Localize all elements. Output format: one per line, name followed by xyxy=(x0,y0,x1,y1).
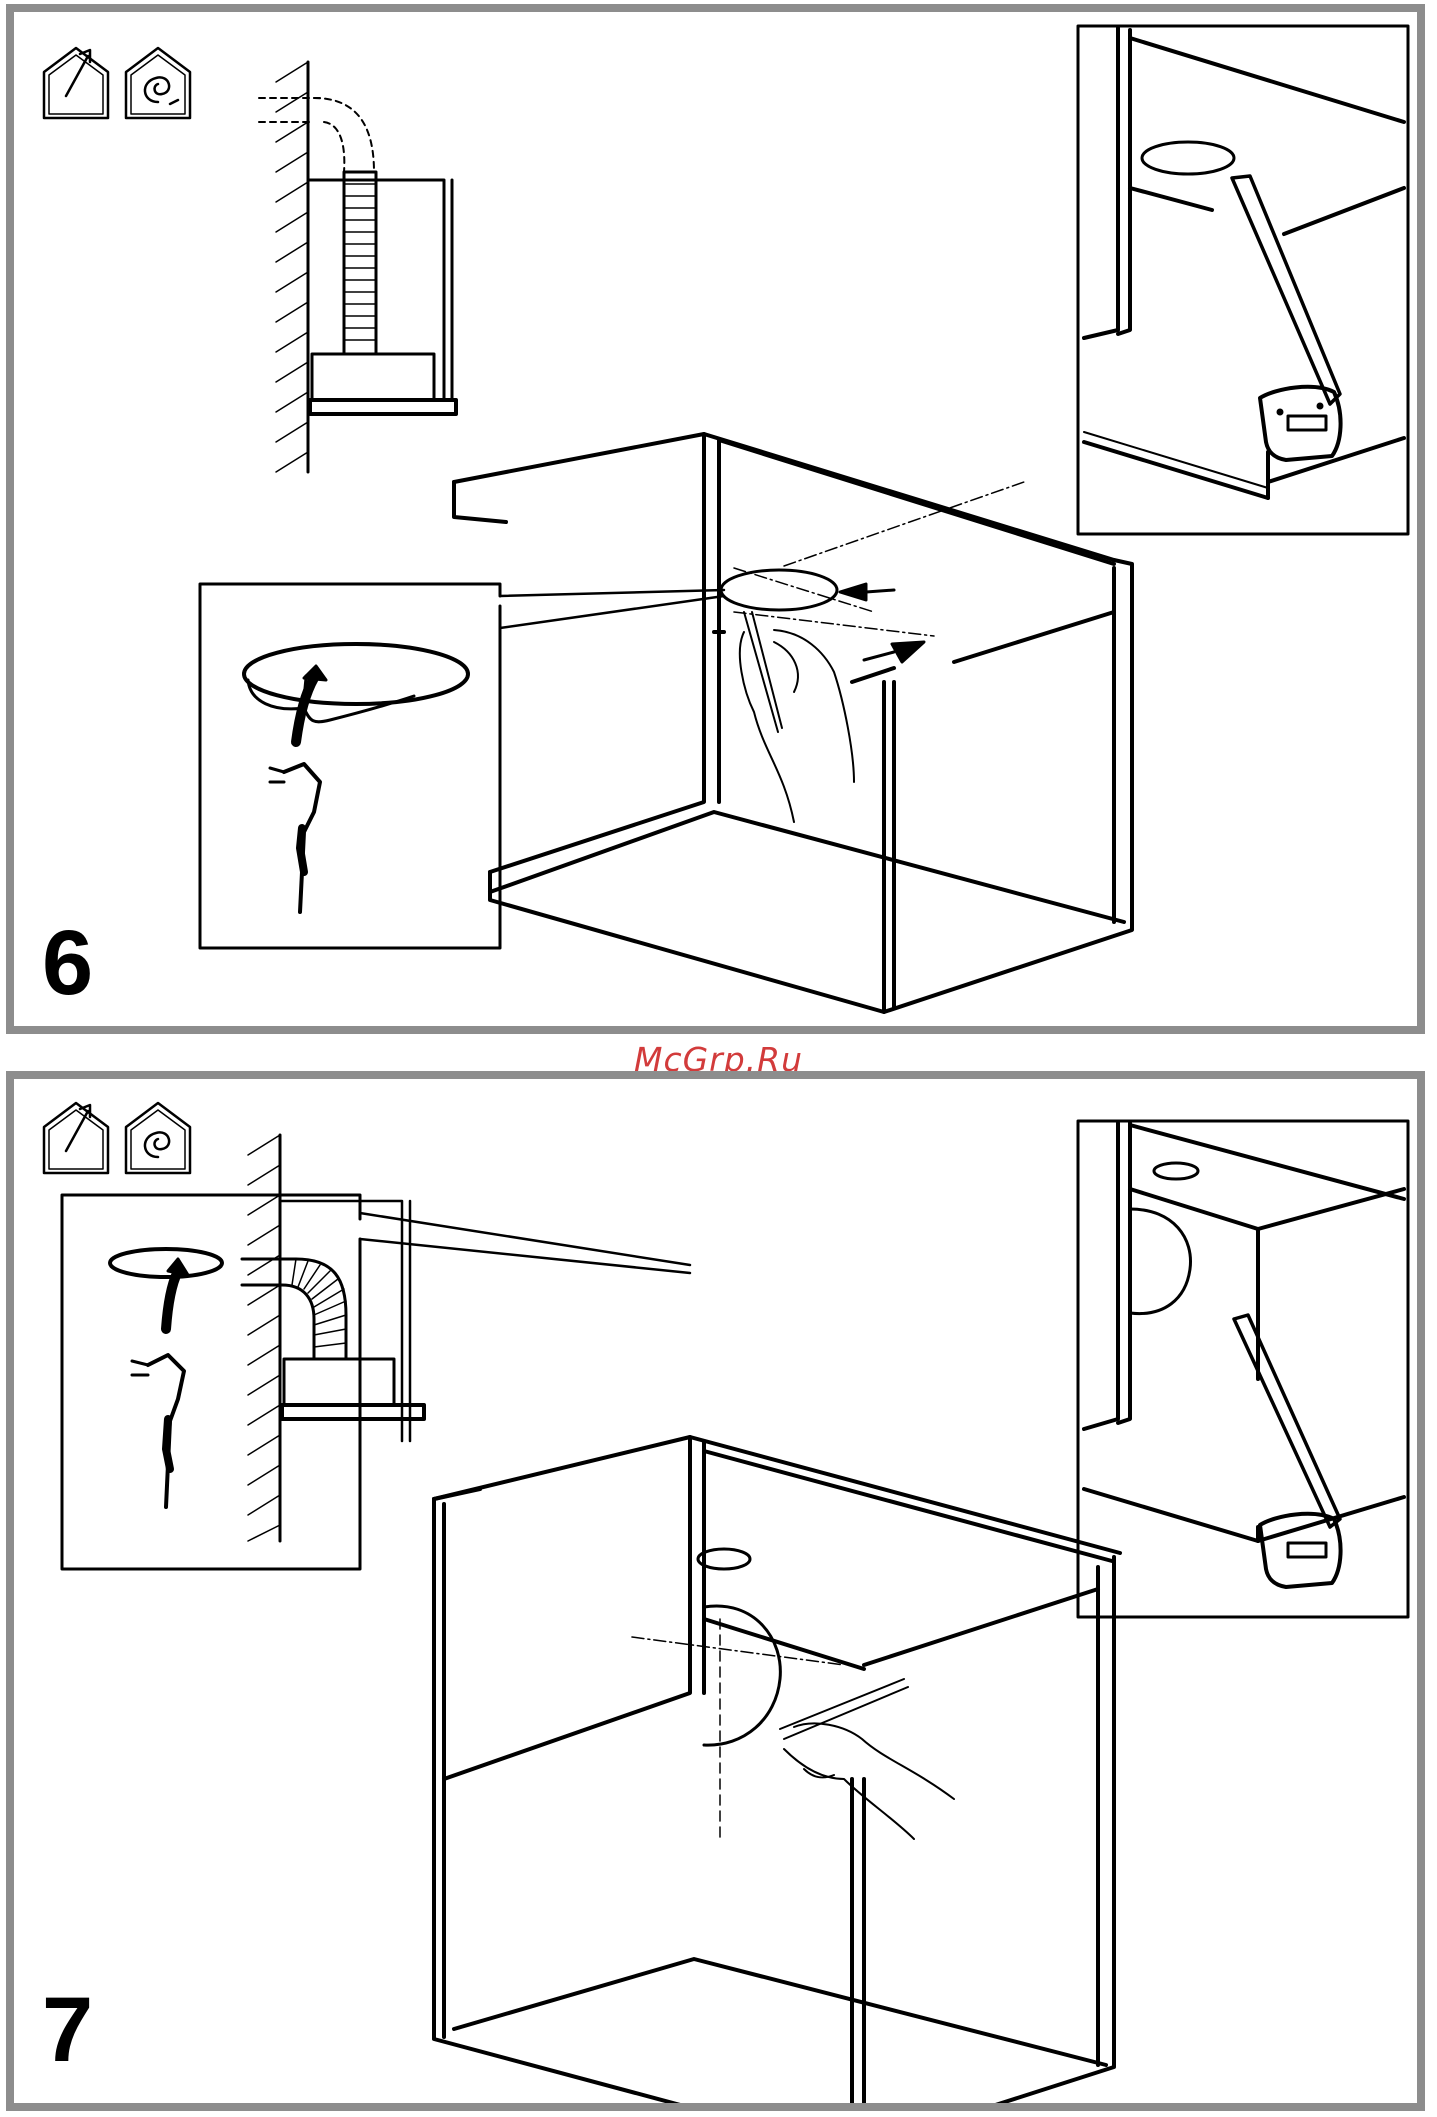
step-7-panel: 7 xyxy=(6,1071,1425,2111)
step-number: 7 xyxy=(42,1984,93,2076)
wall-cabinet xyxy=(434,1437,1120,2103)
plug-callout xyxy=(200,584,724,948)
saw-cutting-inset xyxy=(1078,1121,1408,1617)
hand-with-pencil xyxy=(740,612,854,822)
step-6-panel: 6 xyxy=(6,4,1425,1034)
plug-callout xyxy=(62,1195,690,1569)
step-7-illustration xyxy=(14,1079,1417,2103)
ducted-extraction-icon xyxy=(44,1103,108,1173)
ducted-extraction-icon xyxy=(44,48,108,118)
hand-with-pencil xyxy=(780,1679,954,1839)
step-number: 6 xyxy=(42,917,93,1009)
recirculation-icon xyxy=(126,48,190,118)
marked-hole xyxy=(721,482,1024,662)
recirculation-icon xyxy=(126,1103,190,1173)
step-6-illustration xyxy=(14,12,1417,1026)
wall-duct-side-view xyxy=(259,62,456,472)
wall-cabinet xyxy=(454,434,1132,1012)
saw-cutting-inset xyxy=(1078,26,1408,534)
